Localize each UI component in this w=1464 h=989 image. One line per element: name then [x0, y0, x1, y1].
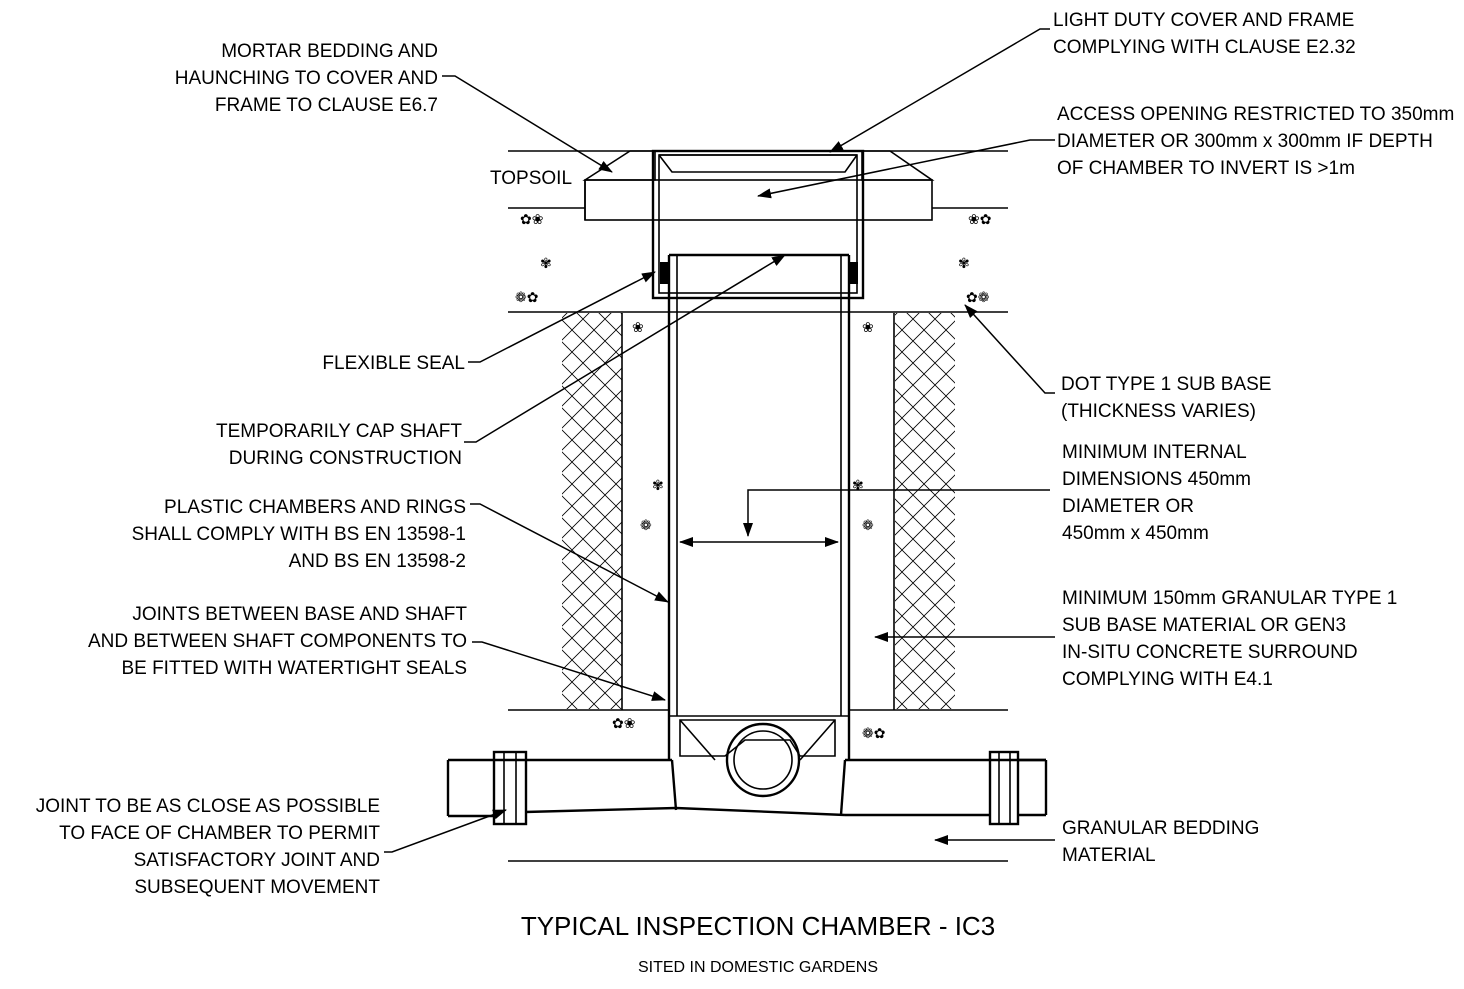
svg-text:❁: ❁: [862, 518, 874, 534]
label-mortar-line-2: HAUNCHING TO COVER AND: [175, 68, 438, 89]
hatched-soil-right: [895, 313, 955, 709]
label-plastic-line-1: PLASTIC CHAMBERS AND RINGS: [164, 497, 466, 518]
label-plastic-line-2: SHALL COMPLY WITH BS EN 13598-1: [132, 524, 466, 545]
chamber-base: [679, 719, 836, 798]
label-plastic-line-3: AND BS EN 13598-2: [289, 551, 466, 572]
label-joint-close-line-1: JOINT TO BE AS CLOSE AS POSSIBLE: [36, 796, 380, 817]
label-access-line-2: DIAMETER OR 300mm x 300mm IF DEPTH: [1057, 131, 1433, 152]
svg-text:✿❀: ✿❀: [520, 212, 543, 228]
label-dot-line-2: (THICKNESS VARIES): [1061, 401, 1256, 422]
label-joint-close: JOINT TO BE AS CLOSE AS POSSIBLE TO FACE…: [36, 796, 381, 898]
cover-frame: [651, 149, 865, 300]
label-joints-line-3: BE FITTED WITH WATERTIGHT SEALS: [121, 658, 467, 679]
chamber-shaft: [667, 253, 851, 760]
svg-text:✾: ✾: [852, 478, 864, 494]
svg-text:✾: ✾: [540, 256, 552, 272]
label-internal-line-4: 450mm x 450mm: [1062, 523, 1209, 544]
svg-text:❀✿: ❀✿: [968, 212, 991, 228]
label-granular-line-1: MINIMUM 150mm GRANULAR TYPE 1: [1062, 588, 1397, 609]
label-mortar: MORTAR BEDDING AND HAUNCHING TO COVER AN…: [175, 41, 438, 116]
drawing-subtitle: SITED IN DOMESTIC GARDENS: [638, 959, 878, 976]
svg-text:✾: ✾: [958, 256, 970, 272]
label-joint-close-line-2: TO FACE OF CHAMBER TO PERMIT: [59, 823, 380, 844]
label-internal-line-2: DIMENSIONS 450mm: [1062, 469, 1251, 490]
label-joints-line-1: JOINTS BETWEEN BASE AND SHAFT: [132, 604, 467, 625]
label-internal-line-1: MINIMUM INTERNAL: [1062, 442, 1247, 463]
label-joints: JOINTS BETWEEN BASE AND SHAFT AND BETWEE…: [88, 604, 467, 679]
label-topsoil: TOPSOIL: [490, 168, 572, 189]
label-granular-line-2: SUB BASE MATERIAL OR GEN3: [1062, 615, 1346, 636]
svg-text:✿❀: ✿❀: [612, 716, 635, 732]
label-access: ACCESS OPENING RESTRICTED TO 350mm DIAME…: [1057, 104, 1454, 179]
label-flexible-seal: FLEXIBLE SEAL: [322, 353, 465, 374]
label-mortar-line-3: FRAME TO CLAUSE E6.7: [215, 95, 438, 116]
label-granular-line-4: COMPLYING WITH E4.1: [1062, 669, 1273, 690]
label-dot-line-1: DOT TYPE 1 SUB BASE: [1061, 374, 1271, 395]
svg-text:✿❁: ✿❁: [966, 290, 989, 306]
label-bedding: GRANULAR BEDDING MATERIAL: [1062, 818, 1259, 866]
mortar-haunching: [582, 150, 935, 221]
label-dot: DOT TYPE 1 SUB BASE (THICKNESS VARIES): [1061, 374, 1271, 422]
label-internal-line-3: DIAMETER OR: [1062, 496, 1194, 517]
svg-text:❁✿: ❁✿: [515, 290, 538, 306]
drawing-title: TYPICAL INSPECTION CHAMBER - IC3: [521, 911, 995, 941]
label-joint-close-line-4: SUBSEQUENT MOVEMENT: [134, 877, 380, 898]
flexible-seal-left: [660, 262, 669, 284]
label-joints-line-2: AND BETWEEN SHAFT COMPONENTS TO: [88, 631, 467, 652]
label-cap: TEMPORARILY CAP SHAFT DURING CONSTRUCTIO…: [216, 421, 462, 469]
label-cover: LIGHT DUTY COVER AND FRAME COMPLYING WIT…: [1053, 10, 1356, 58]
label-mortar-line-1: MORTAR BEDDING AND: [221, 41, 438, 62]
aggregate-symbols: ✿❀ ✾ ❁✿ ❀✿ ✾ ✿❁ ❀ ❀ ✾ ✾ ❁ ❁ ✿❀ ❁✿: [515, 212, 991, 742]
label-access-line-3: OF CHAMBER TO INVERT IS >1m: [1057, 158, 1355, 179]
label-granular-line-3: IN-SITU CONCRETE SURROUND: [1062, 642, 1358, 663]
flexible-seal-right: [849, 262, 858, 284]
svg-text:✾: ✾: [652, 478, 664, 494]
label-access-line-1: ACCESS OPENING RESTRICTED TO 350mm: [1057, 104, 1454, 125]
svg-text:❀: ❀: [862, 320, 874, 336]
label-plastic: PLASTIC CHAMBERS AND RINGS SHALL COMPLY …: [132, 497, 466, 572]
leader-lines: [384, 28, 1055, 853]
internal-dimension: [679, 489, 1050, 547]
drain-pipe: [446, 750, 1048, 826]
label-cap-line-1: TEMPORARILY CAP SHAFT: [216, 421, 462, 442]
label-cover-line-1: LIGHT DUTY COVER AND FRAME: [1053, 10, 1354, 31]
label-internal: MINIMUM INTERNAL DIMENSIONS 450mm DIAMET…: [1062, 442, 1251, 544]
label-granular: MINIMUM 150mm GRANULAR TYPE 1 SUB BASE M…: [1062, 588, 1397, 690]
label-bedding-line-1: GRANULAR BEDDING: [1062, 818, 1259, 839]
label-cap-line-2: DURING CONSTRUCTION: [229, 448, 462, 469]
hatched-soil-left: [562, 313, 622, 709]
label-cover-line-2: COMPLYING WITH CLAUSE E2.32: [1053, 37, 1356, 58]
svg-text:❁✿: ❁✿: [862, 726, 885, 742]
svg-text:❀: ❀: [632, 320, 644, 336]
label-bedding-line-2: MATERIAL: [1062, 845, 1156, 866]
svg-text:❁: ❁: [640, 518, 652, 534]
label-joint-close-line-3: SATISFACTORY JOINT AND: [134, 850, 380, 871]
